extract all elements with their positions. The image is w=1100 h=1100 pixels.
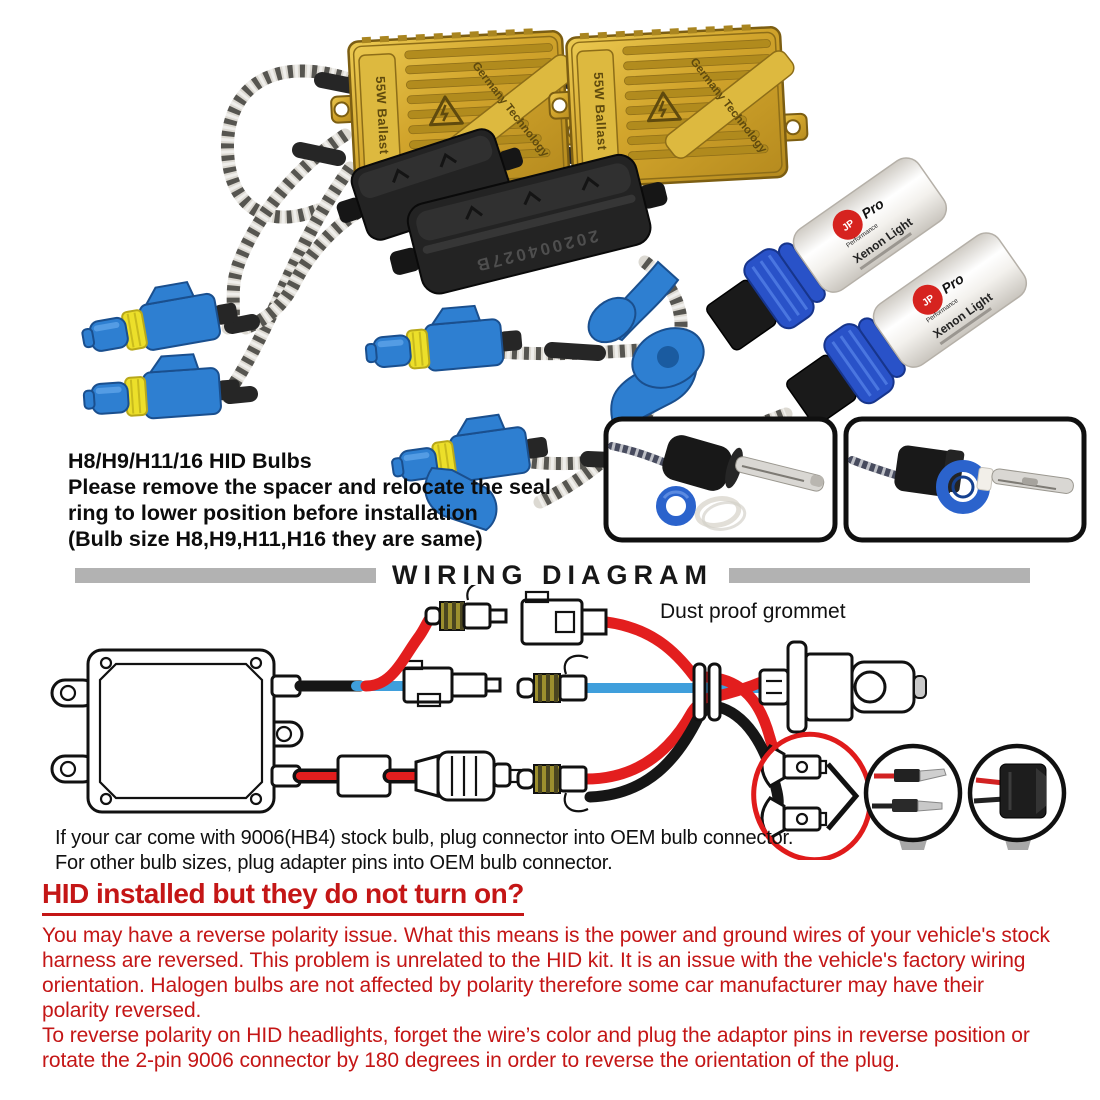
wiring-diagram-section: Dust proof grommet [50,585,1067,860]
bulb-note-line: Please remove the spacer and relocate th… [68,475,551,499]
inset-adapter-pins-photo [863,743,963,850]
hid-bulb-right: JP Pro Performance Xenon Light [786,232,1028,426]
product-photo-section: 55W Ballast Germany Technology [75,24,1087,543]
header-bar-right [729,568,1031,583]
ballast-top-fins [579,24,751,40]
bulb-logo-badge [832,209,863,240]
diagram-harness-wires [580,616,784,824]
wiring-diagram-header: WIRING DIAGRAM [75,560,1031,591]
troubleshooting-section: HID installed but they do not turn on? Y… [42,878,1052,1073]
diagram-bulb-holder-mid [516,654,589,703]
ballast-wattage-label: 55W Ballast [591,72,610,151]
caption-line: If your car come with 9006(HB4) stock bu… [55,827,794,849]
hid-bulb-left: JP Pro Performance Xenon Light [706,157,948,351]
bulb-logo-badge [912,284,943,315]
header-bar-left [75,568,377,583]
bulb-holder-cone-upper [587,260,680,344]
diagram-male-connector [402,659,502,708]
inset-bulb-spacer-photo [603,416,838,543]
ballast-wattage-label: 55W Ballast [373,76,392,155]
bulb-note: H8/H9/H11/16 HID Bulbs Please remove the… [68,448,551,552]
troubleshooting-paragraph-2: To reverse polarity on HID headlights, f… [42,1024,1030,1072]
diagram-bulb-holder-bottom [516,764,589,813]
connector-9006-c [362,301,525,378]
diagram-ballast [50,648,304,814]
troubleshooting-paragraph-1: You may have a reverse polarity issue. W… [42,924,1050,1022]
warning-triangle-icon [646,91,682,123]
diagram-caption: If your car come with 9006(HB4) stock bu… [55,826,793,876]
connector-9006-a [75,273,242,363]
diagram-oem-connector [520,590,608,646]
bulb-note-line: ring to lower position before installati… [68,501,478,525]
troubleshooting-heading: HID installed but they do not turn on? [42,878,524,916]
diagram-power-adapter [360,585,508,692]
caption-line: For other bulb sizes, plug adapter pins … [55,852,613,874]
wiring-diagram-title: WIRING DIAGRAM [392,560,713,590]
inset-bulb-sealring-photo [843,416,1087,543]
connector-9006-b [80,350,243,424]
diagram-output-bottom [270,750,522,802]
connector-elbow [424,466,498,532]
inset-oem-connector-photo [967,743,1067,850]
diagram-bulb [758,640,927,734]
bulb-note-line: (Bulb size H8,H9,H11,H16 they are same) [68,527,483,551]
diagram-grommet [692,662,722,722]
chevron-right-icon [826,762,860,831]
bulb-note-line: H8/H9/H11/16 HID Bulbs [68,449,312,473]
canbus-decoder-rear [336,128,523,241]
ballast-top-fins [361,28,533,44]
grommet-label: Dust proof grommet [660,600,846,623]
warning-triangle-icon [428,95,464,127]
bulb-holder-cone-lower [610,327,705,432]
